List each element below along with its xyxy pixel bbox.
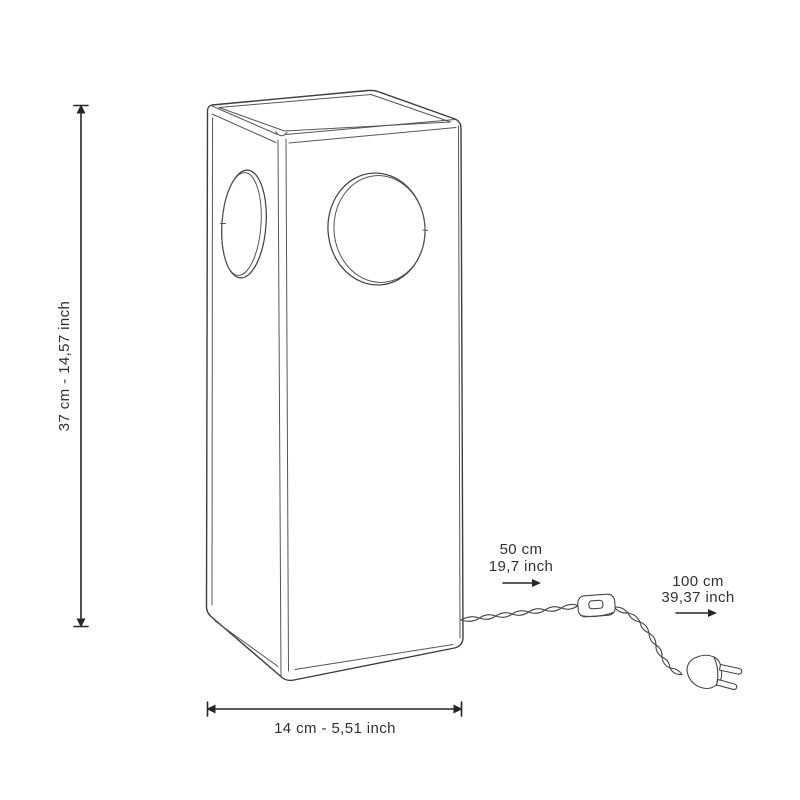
front-face-top-inset xyxy=(288,127,457,144)
top-left-front-edge xyxy=(211,105,278,135)
cable-strand xyxy=(613,606,683,676)
top-right-front-edge xyxy=(285,119,456,135)
down-arrowhead xyxy=(76,618,86,628)
front-hole-outer-rim xyxy=(327,172,426,286)
front-hole-tick xyxy=(422,229,428,231)
side-hole-inner-rim xyxy=(221,172,262,276)
cable-plug-metric-label: 100 cm xyxy=(672,573,724,590)
right-arrowhead xyxy=(532,579,541,587)
cable-to-plug-annotation: 100 cm 39,37 inch xyxy=(661,573,734,617)
cable-strand xyxy=(460,603,579,621)
plug-pin-top xyxy=(718,663,743,675)
right-arrowhead xyxy=(453,704,463,714)
front-face-bottom-inset xyxy=(294,644,454,670)
front-speaker-hole xyxy=(327,172,428,286)
up-arrowhead xyxy=(76,104,86,114)
cable-plug-imperial-label: 39,37 inch xyxy=(661,589,734,606)
bottom-left-inset-line xyxy=(214,620,279,667)
left-face-inset-line xyxy=(211,117,213,606)
twisted-power-cable xyxy=(460,603,683,676)
top-face-inset xyxy=(218,94,451,132)
cable-strand xyxy=(613,606,683,676)
front-hole-inner-rim xyxy=(333,175,426,283)
width-label: 14 cm - 5,51 inch xyxy=(274,720,396,737)
width-dimension: 14 cm - 5,51 inch xyxy=(206,701,463,737)
cable-switch-metric-label: 50 cm xyxy=(500,541,543,558)
cable-strand xyxy=(460,604,579,622)
cable-switch-imperial-label: 19,7 inch xyxy=(489,558,553,575)
side-speaker-hole xyxy=(220,169,267,279)
switch-bottom-edge xyxy=(580,611,615,618)
power-plug xyxy=(686,654,743,690)
right-arrowhead xyxy=(708,609,717,617)
plug-body xyxy=(686,654,723,690)
lamp-body-outline xyxy=(205,89,464,682)
cable-to-switch-annotation: 50 cm 19,7 inch xyxy=(489,541,553,587)
lamp-column-drawing xyxy=(205,89,464,682)
height-dimension: 37 cm - 14,57 inch xyxy=(56,104,89,628)
height-label: 37 cm - 14,57 inch xyxy=(56,301,73,432)
front-corner-arc xyxy=(275,131,288,137)
inline-switch xyxy=(577,593,616,618)
plug-pin-bottom xyxy=(715,678,738,690)
front-left-corner-line-outer xyxy=(277,139,282,677)
front-left-corner-line-inner xyxy=(285,138,289,672)
left-face-top-inset xyxy=(211,113,277,143)
switch-button xyxy=(588,599,604,610)
right-edge-inset-line xyxy=(458,125,461,639)
left-arrowhead xyxy=(206,704,216,714)
